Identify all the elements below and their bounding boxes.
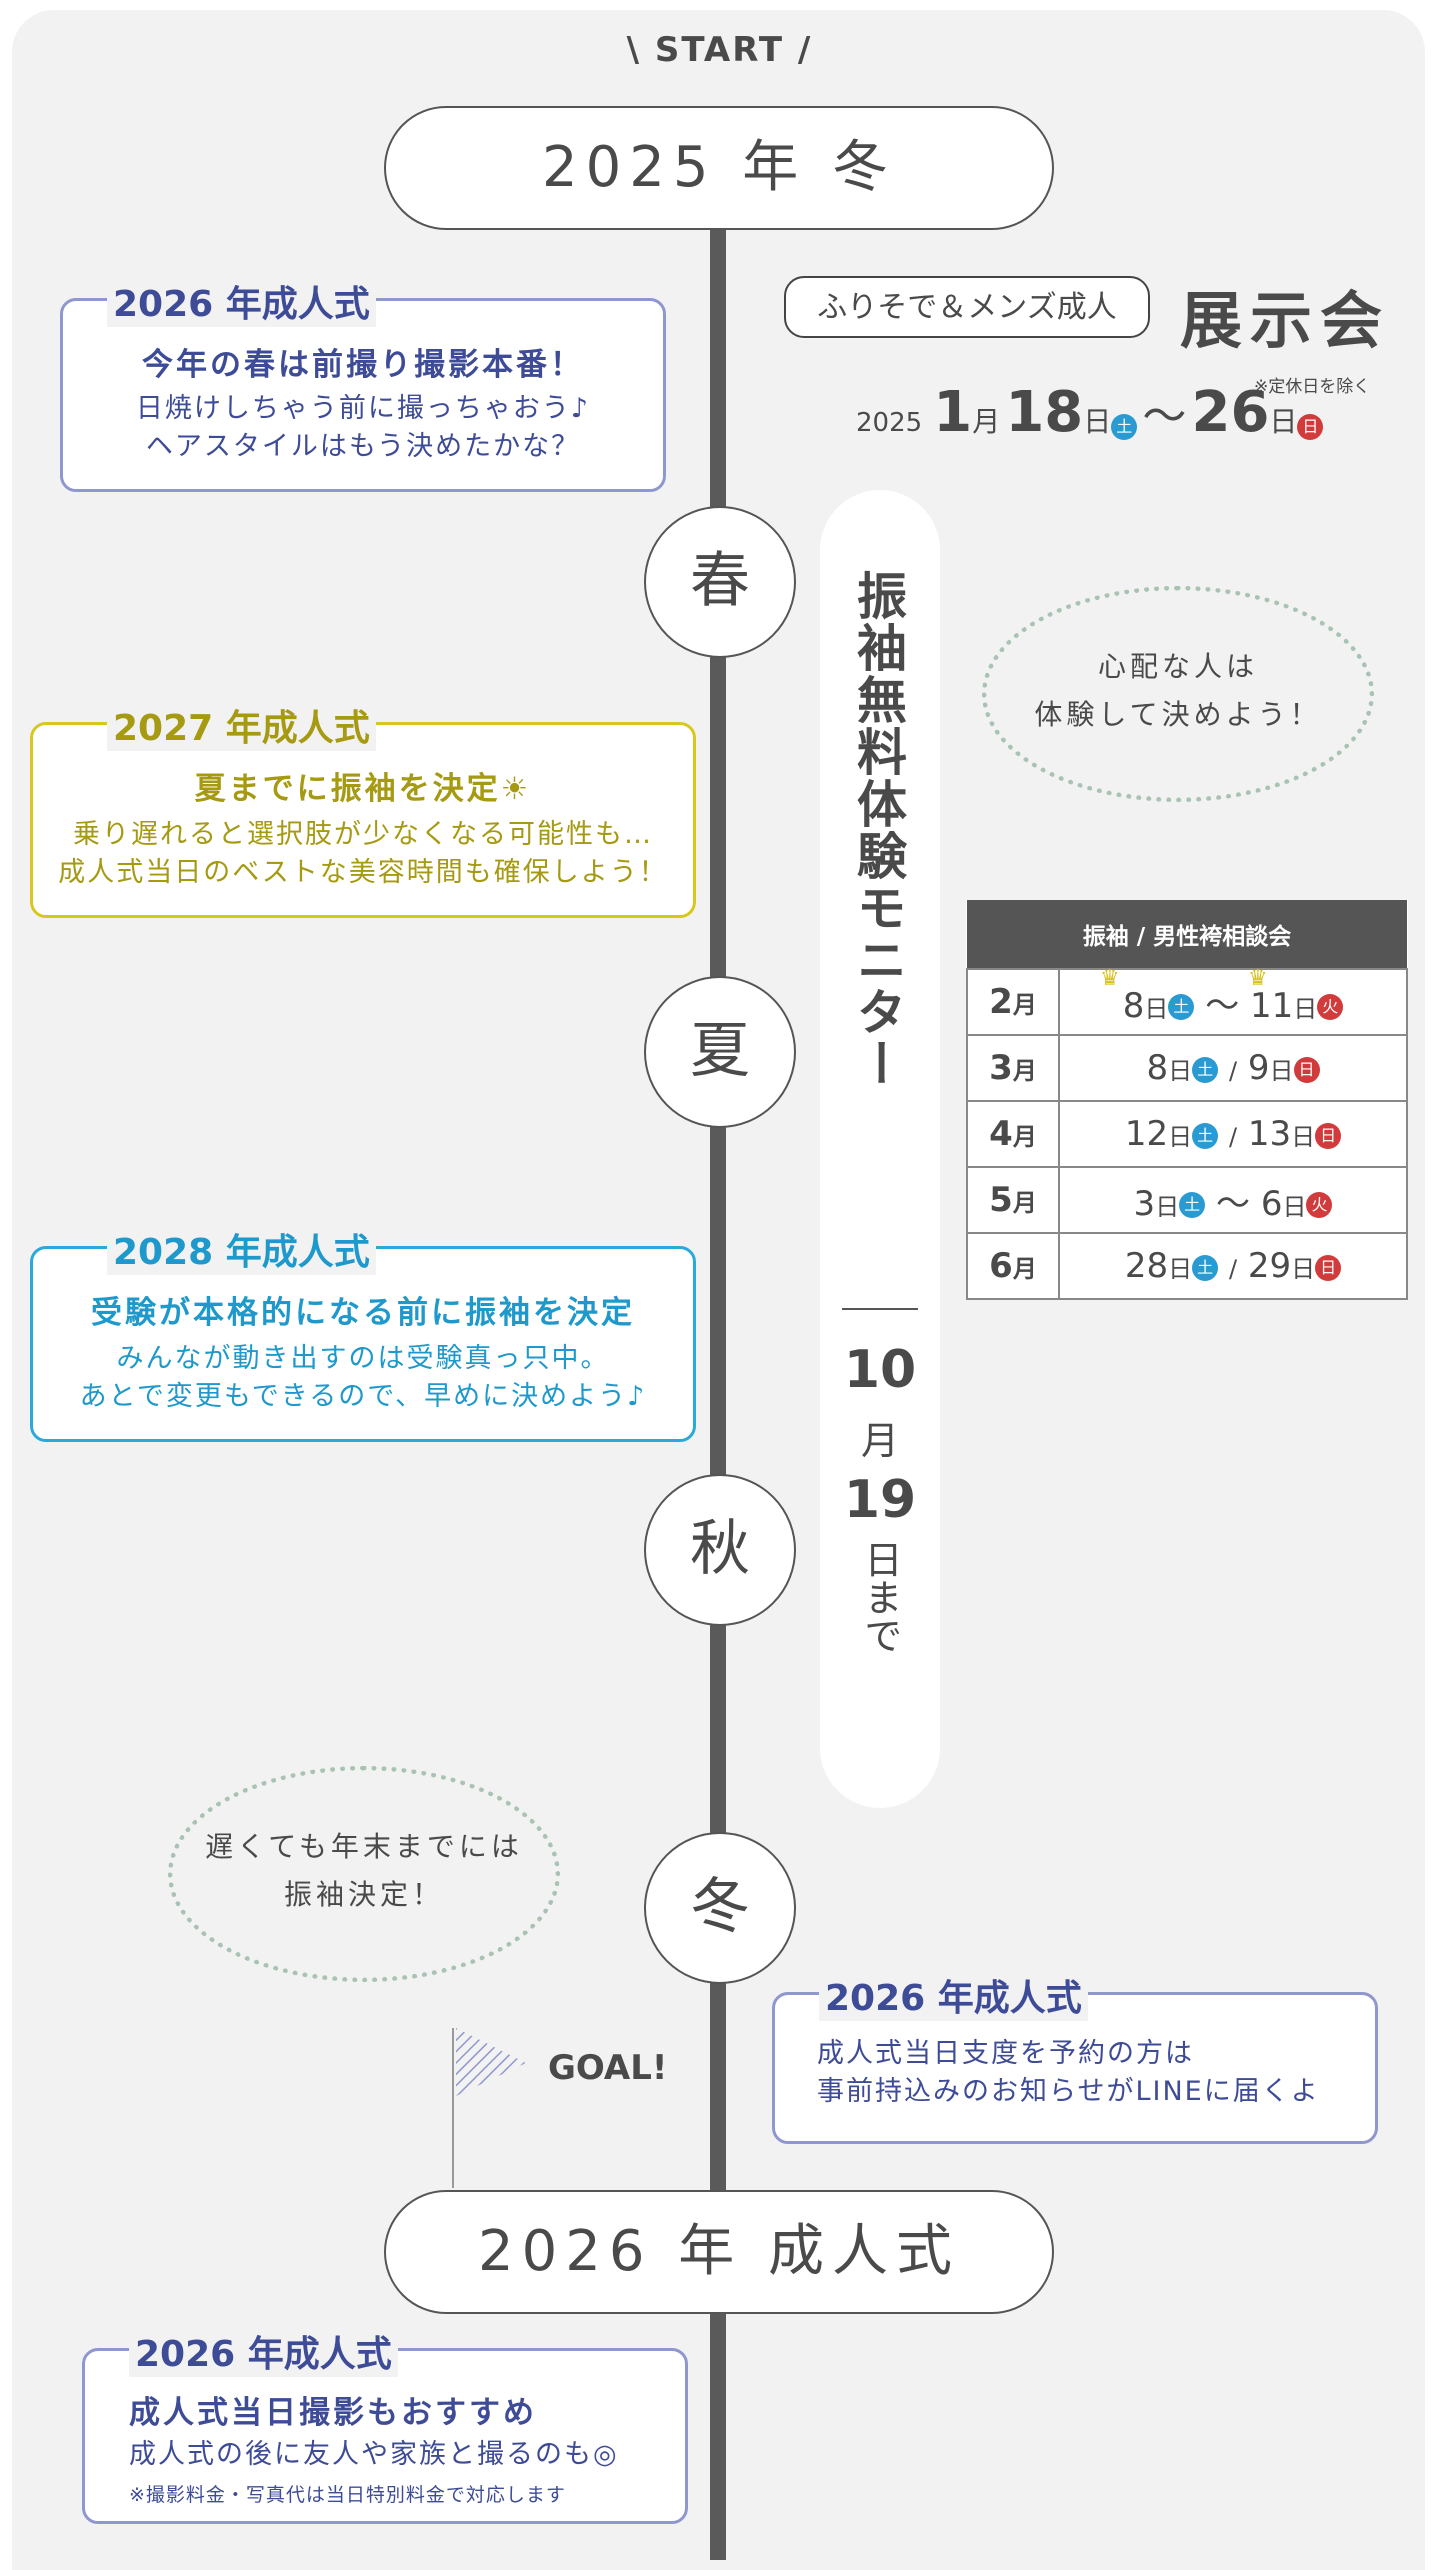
box-tag: 2026 年成人式 <box>129 2325 398 2377</box>
box-title: 夏までに振袖を決定☀ <box>194 771 532 807</box>
timeline-line <box>710 225 726 2195</box>
oval-line: 振袖決定！ <box>283 1878 444 1911</box>
crown-icon: ♛ <box>1248 966 1268 991</box>
info-box-line-notice: 2026 年成人式 成人式当日支度を予約の方は 事前持込みのお知らせがLINEに… <box>772 1969 1378 2144</box>
box-line: 成人式当日支度を予約の方は <box>817 2038 1194 2069</box>
exhibition-date: 2025 1月 18日土 〜 26日日 <box>856 380 1324 445</box>
saturday-badge: 土 <box>1111 413 1138 440</box>
exhibition-start-day: 18 <box>1005 380 1084 445</box>
crown-icon: ♛ <box>1100 966 1120 991</box>
box-note: ※撮影料金・写真代は当日特別料金で対応します <box>129 2484 566 2506</box>
box-line: あとで変更もできるので、早めに決めよう♪ <box>79 1381 647 1412</box>
date-cell: 8日土 〜 11日火 <box>1058 968 1408 1036</box>
goal-label: GOAL! <box>548 2048 668 2088</box>
timeline-line-bottom <box>710 2310 726 2560</box>
monitor-title: 振袖無料体験モニター <box>849 570 907 1090</box>
box-tag: 2028 年成人式 <box>107 1223 376 1275</box>
month-cell: 4月 <box>966 1100 1060 1168</box>
table-row: 3月 8日土 / 9日日 <box>966 1034 1408 1102</box>
year-2025-pill: 2025 年 冬 <box>384 106 1054 230</box>
exhibition-month: 1 <box>933 380 973 445</box>
hint-oval-trial: 心配な人は 体験して決めよう！ <box>982 586 1374 802</box>
info-box-autumn: 2028 年成人式 受験が本格的になる前に振袖を決定 みんなが動き出すのは受験真… <box>30 1223 696 1442</box>
consultation-schedule-table: 振袖 / 男性袴相談会 2月 8日土 〜 11日火 3月 8日土 / 9日日 4… <box>966 900 1408 1300</box>
deadline-month-unit: 月 <box>860 1419 899 1463</box>
table-row: 6月 28日土 / 29日日 <box>966 1232 1408 1300</box>
exhibition-year: 2025 <box>856 408 923 438</box>
season-summer: 夏 <box>644 976 796 1128</box>
day-unit: 日 <box>1083 405 1112 438</box>
info-box-ceremony-day: 2026 年成人式 成人式当日撮影もおすすめ 成人式の後に友人や家族と撮るのも◎… <box>82 2325 688 2524</box>
season-winter: 冬 <box>644 1832 796 1984</box>
month-cell: 3月 <box>966 1034 1060 1102</box>
table-row: 5月 3日土 〜 6日火 <box>966 1166 1408 1234</box>
info-box-spring: 2026 年成人式 今年の春は前撮り撮影本番！ 日焼けしちゃう前に撮っちゃおう♪… <box>60 275 666 492</box>
exhibition-note: ※定休日を除く <box>1254 377 1371 397</box>
deadline-day-unit: 日まで <box>858 1540 902 1654</box>
hint-oval-deadline: 遅くても年末までには 振袖決定！ <box>168 1766 560 1982</box>
box-line: ヘアスタイルはもう決めたかな？ <box>145 431 581 462</box>
oval-line: 体験して決めよう！ <box>1034 698 1322 731</box>
table-header: 振袖 / 男性袴相談会 <box>967 900 1407 969</box>
box-tag: 2026 年成人式 <box>819 1969 1088 2021</box>
tilde: 〜 <box>1142 391 1187 442</box>
info-box-summer: 2027 年成人式 夏までに振袖を決定☀ 乗り遅れると選択肢が少なくなる可能性も… <box>30 699 696 918</box>
goal-flag-icon <box>456 2028 526 2096</box>
sunday-badge: 日 <box>1297 413 1324 440</box>
month-cell: 2月 <box>966 968 1060 1036</box>
exhibition-end-day: 26 <box>1191 380 1270 445</box>
exhibition-title: 展示会 <box>1180 284 1391 357</box>
box-tag: 2026 年成人式 <box>107 275 376 327</box>
month-unit: 月 <box>972 405 1001 438</box>
box-line: 成人式の後に友人や家族と撮るのも◎ <box>129 2439 619 2470</box>
date-cell: 12日土 / 13日日 <box>1058 1100 1408 1168</box>
box-tag: 2027 年成人式 <box>107 699 376 751</box>
month-cell: 5月 <box>966 1166 1060 1234</box>
deadline-day-num: 19 <box>843 1470 917 1530</box>
box-line: みんなが動き出すのは受験真っ只中。 <box>116 1343 610 1374</box>
month-cell: 6月 <box>966 1232 1060 1300</box>
start-label: \ START / <box>626 30 813 70</box>
flag-pole <box>452 2028 454 2188</box>
day-unit: 日 <box>1269 405 1298 438</box>
year-2026-pill: 2026 年 成人式 <box>384 2190 1054 2314</box>
table-row: 4月 12日土 / 13日日 <box>966 1100 1408 1168</box>
box-title: 受験が本格的になる前に振袖を決定 <box>91 1295 635 1331</box>
box-line: 事前持込みのお知らせがLINEに届くよ <box>817 2076 1320 2107</box>
box-line: 日焼けしちゃう前に撮っちゃおう♪ <box>135 393 591 424</box>
exhibition-badge: ふりそで＆メンズ成人 <box>784 276 1150 338</box>
date-cell: 28日土 / 29日日 <box>1058 1232 1408 1300</box>
box-title: 成人式当日撮影もおすすめ <box>129 2395 537 2431</box>
season-spring: 春 <box>644 506 796 658</box>
deadline-month-num: 10 <box>843 1340 917 1400</box>
box-title: 今年の春は前撮り撮影本番！ <box>142 347 584 383</box>
date-cell: 8日土 / 9日日 <box>1058 1034 1408 1102</box>
oval-line: 心配な人は <box>1097 650 1258 683</box>
season-autumn: 秋 <box>644 1474 796 1626</box>
oval-line: 遅くても年末までには <box>205 1830 523 1863</box>
box-line: 乗り遅れると選択肢が少なくなる可能性も… <box>73 819 653 850</box>
monitor-pill: 振袖無料体験モニター 10 月 19 日まで <box>820 490 940 1808</box>
divider <box>842 1308 918 1310</box>
date-cell: 3日土 〜 6日火 <box>1058 1166 1408 1234</box>
table-row: 2月 8日土 〜 11日火 <box>966 968 1408 1036</box>
box-line: 成人式当日のベストな美容時間も確保しよう！ <box>58 857 668 888</box>
